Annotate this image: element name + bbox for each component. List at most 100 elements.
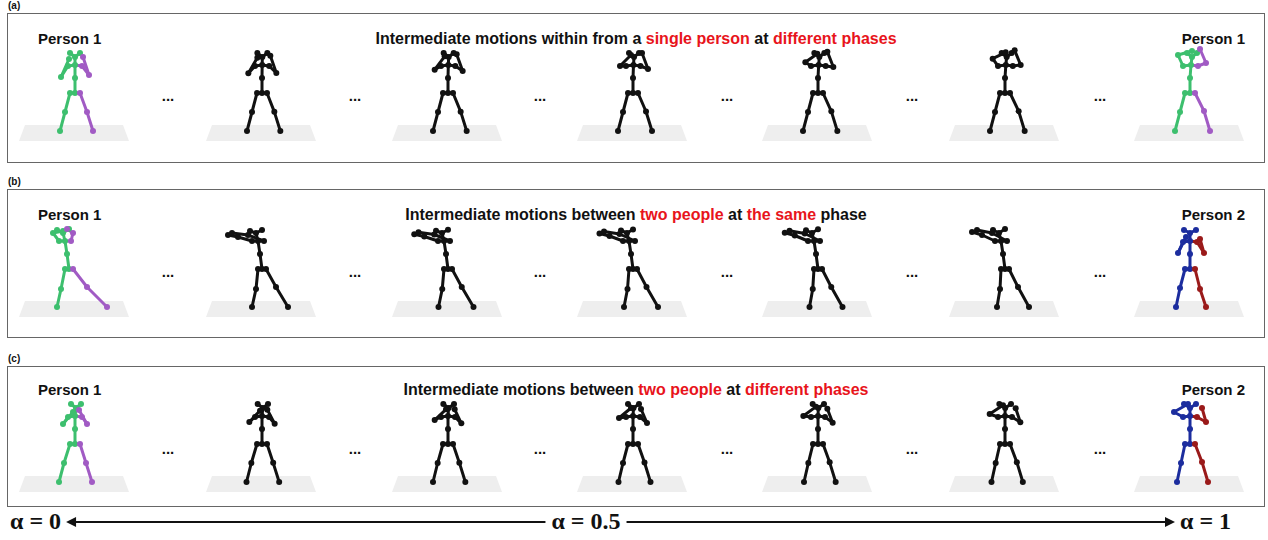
joint-dot [1180,239,1186,245]
joint-dot [630,227,636,233]
joint-dot [626,266,632,272]
joint-dot [637,414,643,420]
joint-dot [974,227,980,233]
bone-line [813,269,814,289]
ellipsis: ... [906,87,919,104]
joint-dot [271,109,277,115]
title-word: two [640,206,668,223]
joint-dot [259,413,265,419]
joint-dot [1203,304,1209,310]
joint-dot [815,413,821,419]
bone-line [462,287,474,307]
joint-dot [992,238,998,244]
joint-dot [430,479,436,485]
person-label: Person 1 [38,206,101,223]
joint-dot [263,266,269,272]
joint-dot [817,238,823,244]
bone-line [831,111,837,131]
joint-dot [1002,75,1008,81]
joint-dot [998,238,1004,244]
joint-dot [1192,90,1198,96]
joint-dot [802,59,808,65]
joint-dot [805,109,811,115]
bone-line [442,269,444,289]
panel-box: (b)Person 1Intermediate motions between … [7,189,1265,338]
joint-dot [1000,251,1006,257]
joint-dot [811,238,817,244]
bone-line [629,53,634,57]
joint-dot [439,286,445,292]
joint-dot [615,128,621,134]
ellipsis: ... [721,440,734,457]
alpha-label: α = 0 [10,507,61,535]
joint-dot [464,128,470,134]
bone-line [831,287,842,307]
title-word: people [670,381,722,398]
joint-dot [809,230,815,236]
joint-dot [445,413,451,419]
bone-line [1009,269,1018,287]
joint-dot [997,441,1003,447]
title-word: phases [813,381,868,398]
joint-dot [824,49,830,55]
skeleton-figure [616,401,654,485]
title-word: between [572,206,636,223]
joint-dot [620,460,626,466]
joint-dot [630,75,636,81]
joint-dot [1009,414,1015,420]
joint-dot [1172,128,1178,134]
joint-dot [992,109,998,115]
axis-line [627,521,1167,523]
title-word: motions [503,381,565,398]
joint-dot [1199,405,1205,411]
joint-dot [261,238,267,244]
joint-dot [805,238,811,244]
bone-line [1017,462,1023,482]
ellipsis: ... [534,263,547,280]
joint-dot [989,230,995,236]
joint-dot [1194,414,1200,420]
joint-dot [265,401,271,407]
joint-dot [471,304,477,310]
joint-dot [632,238,638,244]
joint-dot [620,238,626,244]
joint-dot [616,415,622,421]
joint-dot [787,228,793,234]
joint-dot [235,234,241,240]
joint-dot [70,230,76,236]
joint-dot [443,406,449,412]
bone-line [1019,111,1025,131]
person-label: Person 2 [1182,206,1245,223]
joint-dot [266,63,272,69]
joint-dot [259,75,265,81]
joint-dot [255,266,261,272]
joint-dot [1193,227,1199,233]
joint-dot [84,109,90,115]
joint-dot [249,109,255,115]
joint-dot [255,401,261,407]
joint-dot [642,460,648,466]
axis-line [74,521,545,523]
title-word: motions [505,206,567,223]
skeleton-figure [411,227,476,310]
skeleton-figure [430,50,470,134]
joint-dot [979,232,985,238]
joint-dot [104,304,110,310]
title-word: from [592,30,628,47]
floor-plane [1134,476,1244,492]
joint-dot [1013,405,1019,411]
joint-dot [443,251,449,257]
joint-dot [800,128,806,134]
joint-dot [1207,128,1213,134]
joint-dot [72,54,78,60]
floor-plane [392,476,502,492]
joint-dot [76,407,82,413]
joint-dot [1192,441,1198,447]
joint-dot [820,90,826,96]
ellipsis: ... [721,87,734,104]
floor-plane [19,301,129,317]
joint-dot [822,414,828,420]
joint-dot [1177,109,1183,115]
skeleton-figure [1171,401,1211,485]
joint-dot [445,227,451,233]
